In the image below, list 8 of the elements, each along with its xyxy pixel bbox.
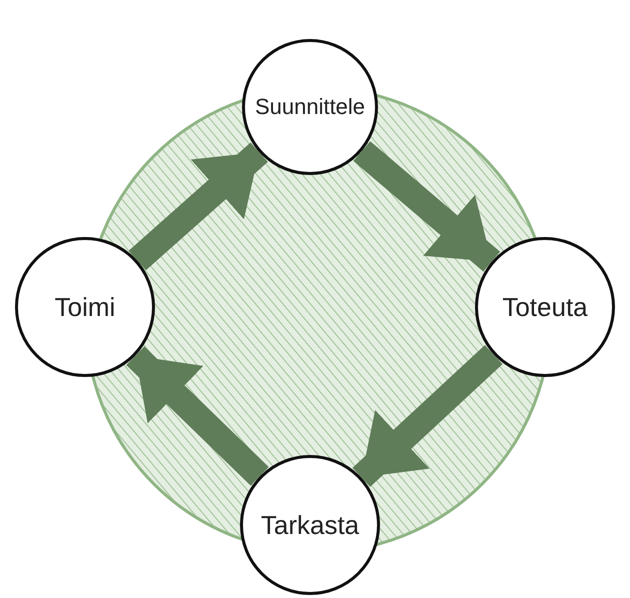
- arrow: [128, 142, 268, 270]
- step-label: Toimi: [54, 292, 116, 322]
- step-circle: [15, 237, 155, 377]
- step-label: Toteuta: [502, 292, 588, 322]
- arrow: [353, 141, 500, 272]
- step-label: Tarkasta: [260, 510, 360, 540]
- arrow: [352, 345, 503, 487]
- step-label: Suunnittele: [254, 94, 366, 120]
